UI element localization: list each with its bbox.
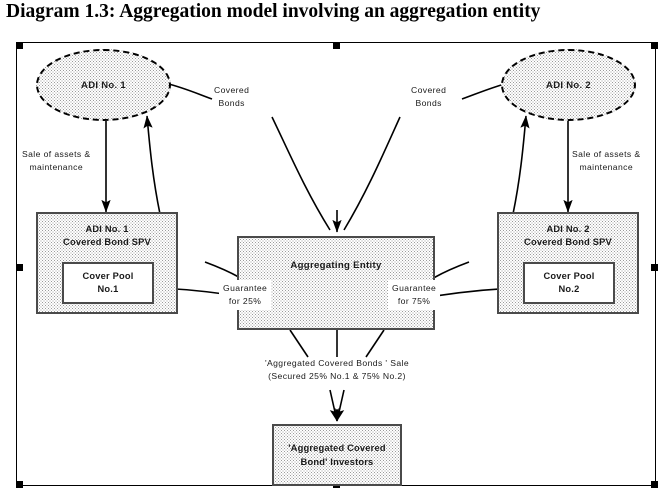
label-aggregated-sale: 'Aggregated Covered Bonds ' Sale (Secure… (237, 357, 437, 383)
node-spv-1-title: ADI No. 1 Covered Bond SPV (38, 223, 176, 249)
node-spv-2-title: ADI No. 2 Covered Bond SPV (499, 223, 637, 249)
selection-handle-top-right[interactable] (651, 42, 658, 49)
node-cover-pool-1-line1: Cover Pool (82, 271, 134, 281)
selection-handle-bottom-left[interactable] (16, 481, 23, 488)
selection-handle-top-left[interactable] (16, 42, 23, 49)
node-adi-1-label: ADI No. 1 (81, 79, 126, 91)
node-adi-2[interactable]: ADI No. 2 (501, 49, 636, 121)
page-title: Diagram 1.3: Aggregation model involving… (6, 1, 541, 22)
node-spv-2-line1: ADI No. 2 (546, 224, 590, 234)
node-spv-1-line2: Covered Bond SPV (63, 237, 151, 247)
label-covered-bonds-left-line2: Bonds (218, 98, 245, 108)
label-guarantee-75-line1: Guarantee (392, 283, 437, 293)
label-sale-left-line1: Sale of assets & (22, 149, 91, 159)
node-adi-1[interactable]: ADI No. 1 (36, 49, 171, 121)
label-sale-left-line2: maintenance (29, 162, 84, 172)
label-aggregated-sale-line1: 'Aggregated Covered Bonds ' Sale (264, 358, 410, 368)
node-spv-1-line1: ADI No. 1 (85, 224, 129, 234)
node-investors-line1: 'Aggregated Covered (288, 443, 386, 453)
selection-handle-bottom-right[interactable] (651, 481, 658, 488)
selection-handle-middle-right[interactable] (651, 264, 658, 271)
label-guarantee-25-line2: for 25% (228, 296, 262, 306)
label-sale-left: Sale of assets & maintenance (22, 148, 91, 174)
node-investors[interactable]: 'Aggregated Covered Bond' Investors (272, 424, 402, 486)
label-covered-bonds-right-line2: Bonds (415, 98, 442, 108)
node-cover-pool-2-line1: Cover Pool (543, 271, 595, 281)
label-sale-right: Sale of assets & maintenance (572, 148, 641, 174)
label-guarantee-75: Guarantee for 75% (388, 280, 441, 310)
node-aggregating-entity-label: Aggregating Entity (290, 260, 382, 271)
node-adi-2-label: ADI No. 2 (546, 79, 591, 91)
node-spv-1[interactable]: ADI No. 1 Covered Bond SPV Cover Pool No… (36, 212, 178, 314)
selection-handle-middle-left[interactable] (16, 264, 23, 271)
label-guarantee-25: Guarantee for 25% (219, 280, 272, 310)
node-spv-2[interactable]: ADI No. 2 Covered Bond SPV Cover Pool No… (497, 212, 639, 314)
node-cover-pool-2-line2: No.2 (558, 284, 580, 294)
label-aggregated-sale-line2: (Secured 25% No.1 & 75% No.2) (268, 371, 406, 381)
label-sale-right-line2: maintenance (579, 162, 634, 172)
node-investors-line2: Bond' Investors (300, 457, 374, 467)
node-spv-2-line2: Covered Bond SPV (524, 237, 612, 247)
label-covered-bonds-left: Covered Bonds (214, 84, 249, 110)
node-cover-pool-1-line2: No.1 (97, 284, 119, 294)
label-covered-bonds-right: Covered Bonds (411, 84, 446, 110)
label-covered-bonds-left-line1: Covered (214, 85, 250, 95)
label-sale-right-line1: Sale of assets & (572, 149, 641, 159)
node-cover-pool-2[interactable]: Cover Pool No.2 (523, 262, 615, 304)
label-covered-bonds-right-line1: Covered (411, 85, 447, 95)
node-cover-pool-1[interactable]: Cover Pool No.1 (62, 262, 154, 304)
label-guarantee-75-line2: for 75% (397, 296, 431, 306)
selection-handle-top-center[interactable] (333, 42, 340, 49)
label-guarantee-25-line1: Guarantee (223, 283, 268, 293)
